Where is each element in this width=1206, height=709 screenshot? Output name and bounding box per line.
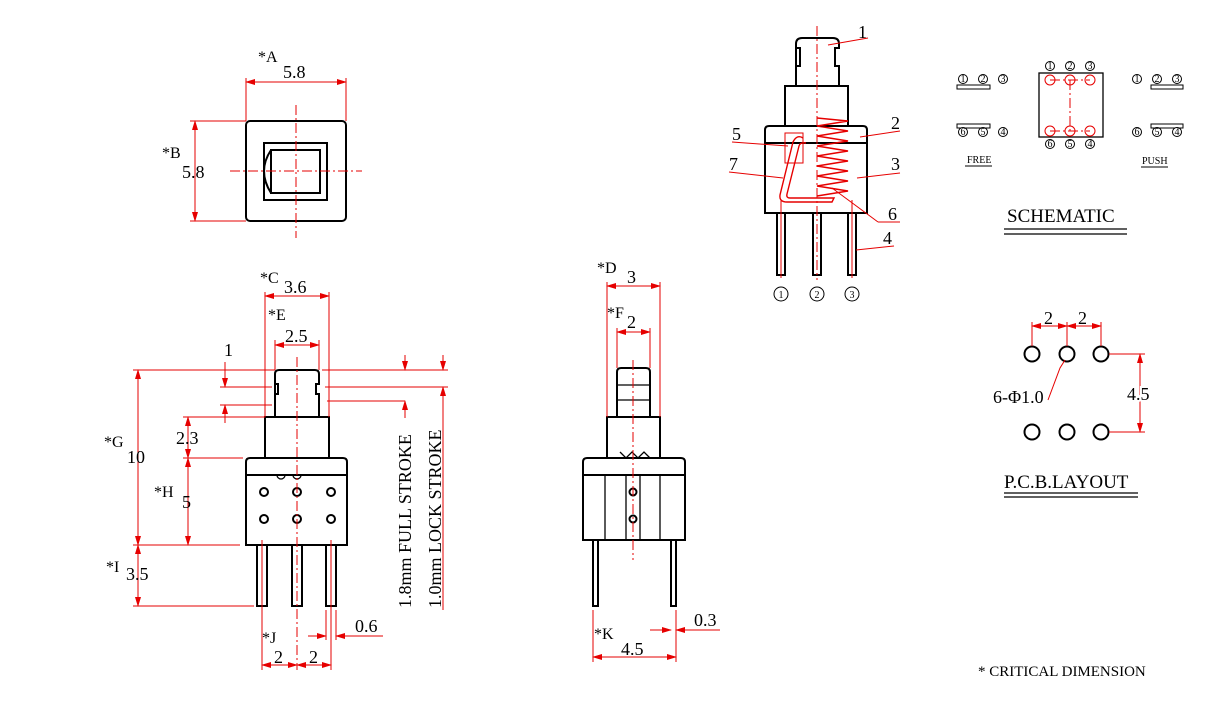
callout-leader <box>856 172 901 179</box>
dim-pin-width: 0.6 <box>355 616 378 636</box>
dim-i-value: 3.5 <box>126 564 149 584</box>
pitch-right-value: 2 <box>1078 308 1087 328</box>
side-pin-left <box>592 539 599 607</box>
pin-number: 2 <box>815 290 820 301</box>
dim-h-value: 5 <box>182 492 191 512</box>
callout-leader <box>859 130 901 138</box>
pcb-title: P.C.B.LAYOUT <box>1004 472 1129 493</box>
pin-number: 3 <box>850 290 855 301</box>
dim-stem-value: 2.3 <box>176 428 199 448</box>
pin-numbers: 1 2 3 <box>773 286 860 302</box>
callout-6: 6 <box>888 204 897 224</box>
dim-j-label: *J <box>262 630 276 647</box>
pin-number: 2 <box>981 74 986 85</box>
callout-7: 7 <box>729 154 738 174</box>
pin-number: 6 <box>961 127 966 138</box>
pin-number: 3 <box>1175 74 1180 85</box>
pin-number: 5 <box>1155 127 1160 138</box>
free-label: FREE <box>967 155 991 166</box>
pin-number: 1 <box>1048 61 1053 72</box>
front-actuator <box>274 369 320 417</box>
hole-leader <box>1047 359 1066 401</box>
pcb-holes <box>1023 345 1110 441</box>
dim-a-label: *A <box>258 49 278 66</box>
front-view: *C 3.6 *E 2.5 1 *G 10 2.3 *H 5 *I 3.5 <box>104 270 448 670</box>
dim-pin-width: 0.3 <box>694 610 717 630</box>
section-view: 1 2 3 4 5 6 7 1 2 3 <box>728 22 901 302</box>
dim-g-label: *G <box>104 434 124 451</box>
callout-2: 2 <box>891 113 900 133</box>
critical-dimension-note: * CRITICAL DIMENSION <box>978 664 1146 680</box>
callout-3: 3 <box>891 154 900 174</box>
callout-leader <box>731 141 789 147</box>
pin-number: 5 <box>1068 139 1073 150</box>
hole-spec: 6-Φ1.0 <box>993 387 1044 407</box>
pin-number: 2 <box>1068 61 1073 72</box>
pcb-layout: 2 2 4.5 6-Φ1.0 P.C.B.LAYOUT <box>993 308 1152 498</box>
pin-number: 5 <box>981 127 986 138</box>
dim-f-label: *F <box>607 305 624 322</box>
dim-e-value: 2.5 <box>285 326 308 346</box>
row-spacing-value: 4.5 <box>1127 384 1150 404</box>
dim-d-value: 3 <box>627 267 636 287</box>
section-body <box>764 125 868 214</box>
pin-number: 6 <box>1135 127 1140 138</box>
pin-number: 2 <box>1155 74 1160 85</box>
schematic-push: 1 2 3 6 5 4 PUSH <box>1132 74 1184 168</box>
contact-box <box>784 132 804 164</box>
callout-5: 5 <box>732 124 741 144</box>
lock-stroke-label: 1.0mm LOCK STROKE <box>425 429 445 608</box>
dim-j-value-right: 2 <box>309 647 318 667</box>
pin-number: 1 <box>1135 74 1140 85</box>
dim-k-value: 4.5 <box>621 639 644 659</box>
side-pin-right <box>670 539 677 607</box>
pin-number: 3 <box>1088 61 1093 72</box>
dim-step-value: 1 <box>224 340 233 360</box>
pin-number: 4 <box>1175 127 1180 138</box>
contact-spring-wire <box>779 135 836 203</box>
dim-k-label: *K <box>594 626 614 643</box>
schematic-free: 1 2 3 6 5 4 FREE <box>956 74 1008 167</box>
side-view: *D 3 *F 2 *K 4.5 0.3 <box>582 260 720 662</box>
callout-leader <box>855 245 895 251</box>
pitch-left-value: 2 <box>1044 308 1053 328</box>
dim-c-value: 3.6 <box>284 277 307 297</box>
pin-number: 4 <box>1088 139 1093 150</box>
dim-j-value-left: 2 <box>274 647 283 667</box>
top-view-actuator <box>263 149 321 194</box>
schematic: 1 2 3 6 5 4 FREE 1 2 3 6 5 4 1 2 <box>956 61 1184 235</box>
full-stroke-label: 1.8mm FULL STROKE <box>395 434 415 608</box>
callout-4: 4 <box>883 228 892 248</box>
callout-leader <box>827 37 869 46</box>
section-actuator <box>795 37 840 86</box>
top-view: *A 5.8 *B 5.8 <box>162 49 362 238</box>
callout-leader <box>831 187 879 223</box>
callout-1: 1 <box>858 22 867 42</box>
dim-e-label: *E <box>268 307 286 324</box>
dim-a-value: 5.8 <box>283 62 306 82</box>
push-label: PUSH <box>1142 156 1168 167</box>
side-body <box>582 457 686 541</box>
callout-leader <box>728 171 784 179</box>
spring-icon <box>816 117 849 197</box>
dim-g-value: 10 <box>127 447 145 467</box>
dim-b-value: 5.8 <box>182 162 205 182</box>
pin-number: 3 <box>1001 74 1006 85</box>
dim-f-value: 2 <box>627 312 636 332</box>
dim-i-label: *I <box>106 559 119 576</box>
pin-number: 4 <box>1001 127 1006 138</box>
actuator-notch <box>275 383 279 395</box>
actuator-notch <box>796 47 801 67</box>
dim-b-label: *B <box>162 145 181 162</box>
pin-number: 1 <box>961 74 966 85</box>
dim-c-label: *C <box>260 270 279 287</box>
dim-d-label: *D <box>597 260 617 277</box>
schematic-title: SCHEMATIC <box>1007 206 1115 227</box>
pin-number: 1 <box>779 290 784 301</box>
schematic-center: 1 2 3 6 5 4 <box>1038 61 1104 150</box>
front-body <box>245 457 348 546</box>
pin-number: 6 <box>1048 139 1053 150</box>
dim-h-label: *H <box>154 484 174 501</box>
